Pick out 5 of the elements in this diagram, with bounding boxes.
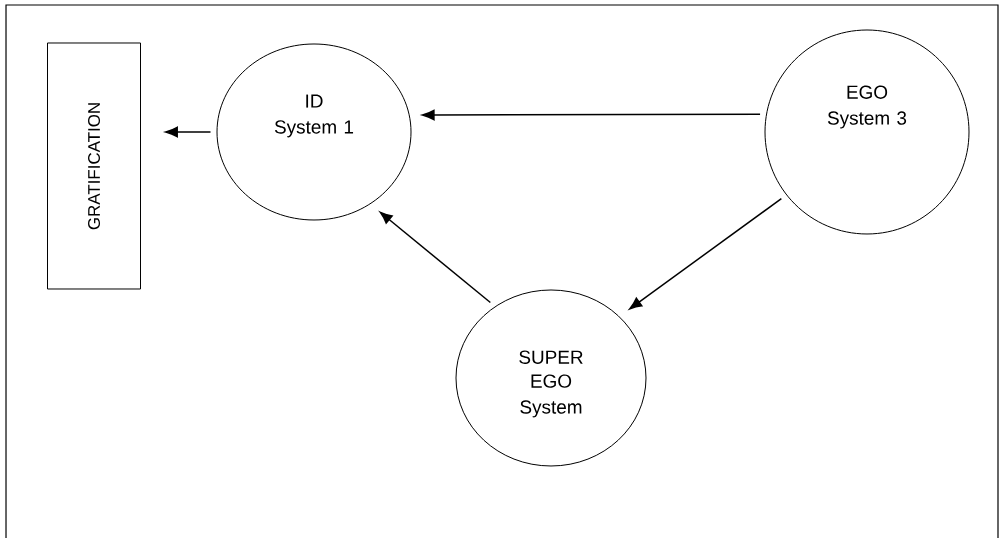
arrow: [379, 211, 492, 304]
arrow: [165, 126, 212, 138]
arrow: [629, 197, 783, 310]
text-box: GRATIFICATION: [47, 42, 141, 290]
arrow: [421, 109, 761, 121]
